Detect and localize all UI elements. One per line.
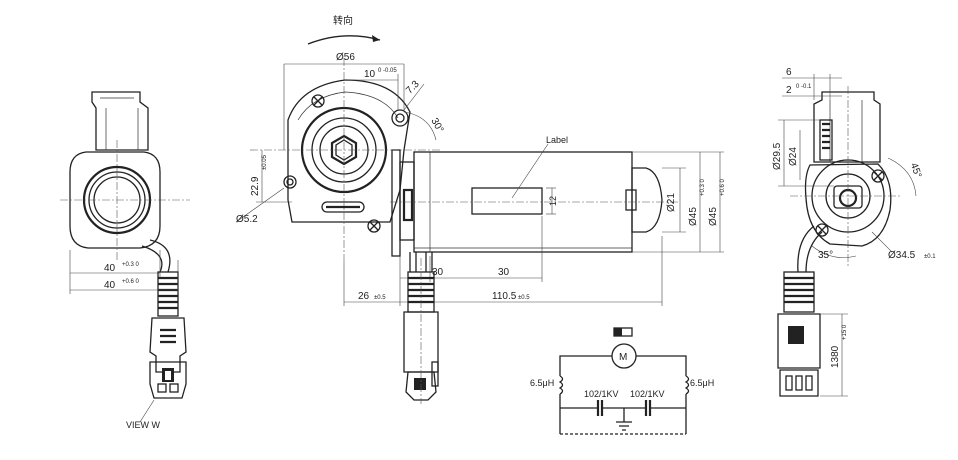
dim-l110-5: 110.5 xyxy=(492,291,517,302)
dim-left-40a: 40 xyxy=(104,263,116,274)
dim-h22-9: 22.9 xyxy=(250,176,261,196)
dim-twenty-six: 26 xyxy=(358,291,370,302)
view-w-label: VIEW W xyxy=(126,420,161,430)
dim-d29-5: Ø29.5 xyxy=(772,142,783,170)
dim-d45-a: Ø45 xyxy=(688,207,699,226)
circuit-schematic: M 6.5μH 6.5μH 102/1KV 102/1KV xyxy=(530,327,714,435)
dim-l1380: 1380 xyxy=(830,345,841,368)
dim-two: 2 xyxy=(786,85,792,96)
dim-d21: Ø21 xyxy=(666,193,677,212)
dim-twenty-six-tol: ±0.5 xyxy=(374,295,386,301)
dim-twelve: 12 xyxy=(548,196,558,206)
left-strain-relief xyxy=(157,271,179,317)
dim-ten: 10 xyxy=(364,69,376,80)
dim-thirty-b: 30 xyxy=(498,267,510,278)
dim-d45-a-tol: +0.3 0 xyxy=(700,178,706,196)
label-callout: Label xyxy=(546,135,568,145)
dim-d5-2: Ø5.2 xyxy=(236,214,258,225)
dim-forty-five: 45° xyxy=(908,162,924,180)
dim-left-40b-tol: +0.6 0 xyxy=(122,279,140,285)
dim-thirty-five: 35° xyxy=(818,250,833,261)
dim-d45-b: Ø45 xyxy=(708,207,719,226)
center-side-view: 转向 Label xyxy=(235,14,726,404)
dim-d34-5-tol: ±0.1 xyxy=(924,254,936,260)
dim-left-40a-tol: +0.3 0 xyxy=(122,262,140,268)
dim-h22-9-tol: ±0.05 xyxy=(262,154,268,170)
dim-left-40b: 40 xyxy=(104,280,116,291)
motor-symbol-label: M xyxy=(619,352,627,363)
dim-thirty-a: 30 xyxy=(432,267,444,278)
dim-two-tol: 0 -0.1 xyxy=(796,84,812,90)
dim-d24: Ø24 xyxy=(788,147,799,166)
dim-l110-5-tol: ±0.5 xyxy=(518,295,530,301)
dim-l1380-tol: +15 0 xyxy=(842,324,848,340)
dim-d34-5: Ø34.5 xyxy=(888,250,916,261)
dim-ten-tol: 0 -0.05 xyxy=(378,68,397,74)
inductor-right-label: 6.5μH xyxy=(690,378,714,388)
dim-thirty-deg: 30° xyxy=(428,116,445,135)
left-end-view: 40 +0.3 0 40 +0.6 0 VIEW W xyxy=(60,91,190,430)
inductor-left-label: 6.5μH xyxy=(530,378,554,388)
rotation-label: 转向 xyxy=(333,14,353,27)
dim-six: 6 xyxy=(786,67,792,78)
dim-seven-three: 7.3 xyxy=(404,78,422,96)
cap-left-label: 102/1KV xyxy=(584,389,619,399)
right-end-view: 6 2 0 -0.1 Ø29.5 Ø24 45° 35° Ø34.5 ±0.1 … xyxy=(772,67,936,397)
dim-d45-b-tol: +0.6 0 xyxy=(720,178,726,196)
dim-d56: Ø56 xyxy=(336,52,355,63)
cap-right-label: 102/1KV xyxy=(630,389,665,399)
right-strain-relief xyxy=(783,271,815,313)
